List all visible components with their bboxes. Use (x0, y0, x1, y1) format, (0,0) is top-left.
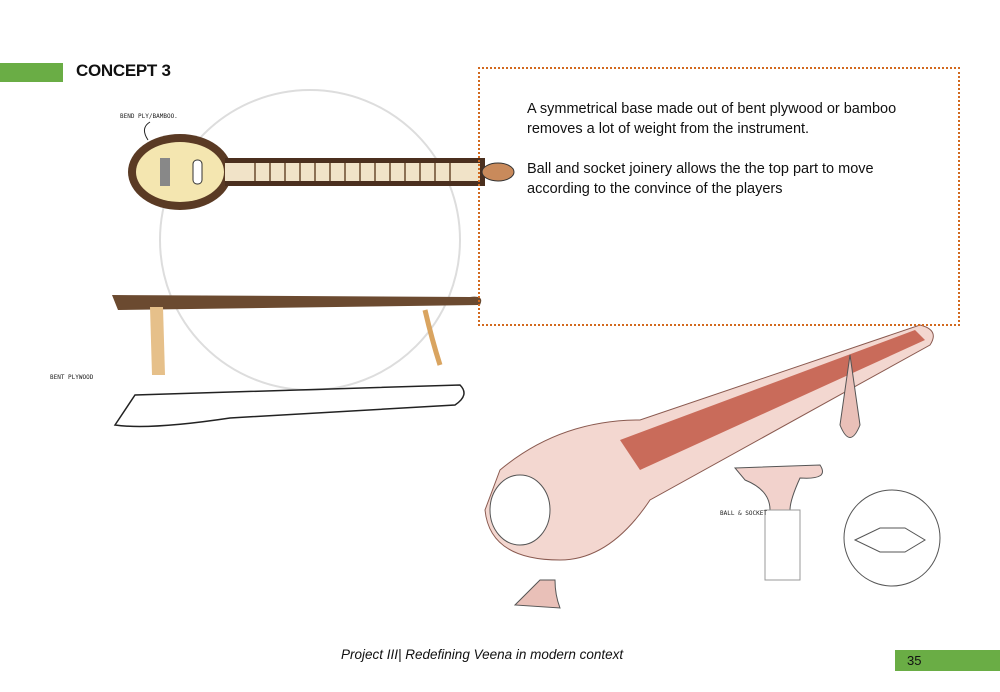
title-accent-bar (0, 63, 63, 82)
background-circle (159, 89, 461, 391)
top-view-sketch: BEND PLY/BAMBOO. (120, 113, 515, 210)
page-number: 35 (895, 650, 1000, 671)
description-paragraph: A symmetrical base made out of bent plyw… (527, 101, 897, 137)
sketch-label-bend-ply: BEND PLY/BAMBOO. (120, 113, 178, 120)
description-text: A symmetrical base made out of bent plyw… (527, 99, 907, 219)
page-title: CONCEPT 3 (76, 61, 171, 80)
description-box (478, 67, 960, 326)
side-view-sketch: BENT PLYWOOD (50, 295, 482, 428)
sketch-label-ball-socket: BALL & SOCKET (720, 510, 767, 517)
footer-caption: Project III| Redefining Veena in modern … (341, 647, 624, 662)
perspective-sketch: BALL & SOCKET (484, 324, 941, 609)
sketch-label-bent-plywood: BENT PLYWOOD (50, 374, 94, 381)
description-paragraph: Ball and socket joinery allows the the t… (527, 161, 874, 197)
